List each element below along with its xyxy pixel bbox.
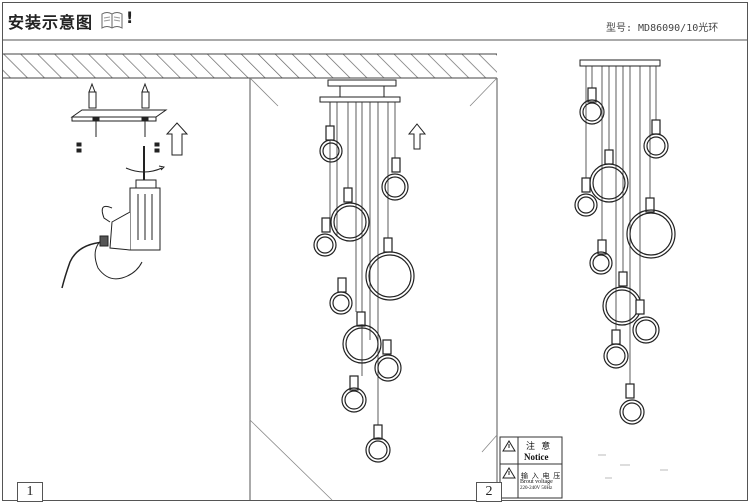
power-drill xyxy=(61,146,166,289)
title-exclamation: ! xyxy=(126,8,134,27)
page-title: 安装示意图 xyxy=(8,13,94,32)
input-voltage-title: 输 入 电 压 xyxy=(521,472,562,480)
input-voltage-en: Brout voltage xyxy=(520,479,553,485)
notice-table xyxy=(499,436,563,499)
pendant-rings-panel3 xyxy=(574,66,676,425)
canopy-panel3 xyxy=(579,59,661,67)
ceiling-hatch-panels xyxy=(3,53,497,79)
book-icon xyxy=(101,10,123,34)
pendant-rings-panel2 xyxy=(313,102,415,463)
up-arrow-icon-2 xyxy=(407,123,427,150)
step-number-1: 1 xyxy=(17,482,43,502)
warning-triangle-icon xyxy=(502,440,516,479)
up-arrow-icon xyxy=(165,122,189,156)
input-voltage-value: 220-240V 50Hz xyxy=(520,486,553,491)
mounting-bracket xyxy=(70,82,168,153)
model-label: 型号: MD86090/10光环 xyxy=(606,23,719,34)
notice-title: 注 意 xyxy=(526,441,553,451)
canopy-panel2 xyxy=(319,79,401,103)
notice-title-en: Notice xyxy=(524,452,549,462)
step-number-2: 2 xyxy=(476,482,502,502)
